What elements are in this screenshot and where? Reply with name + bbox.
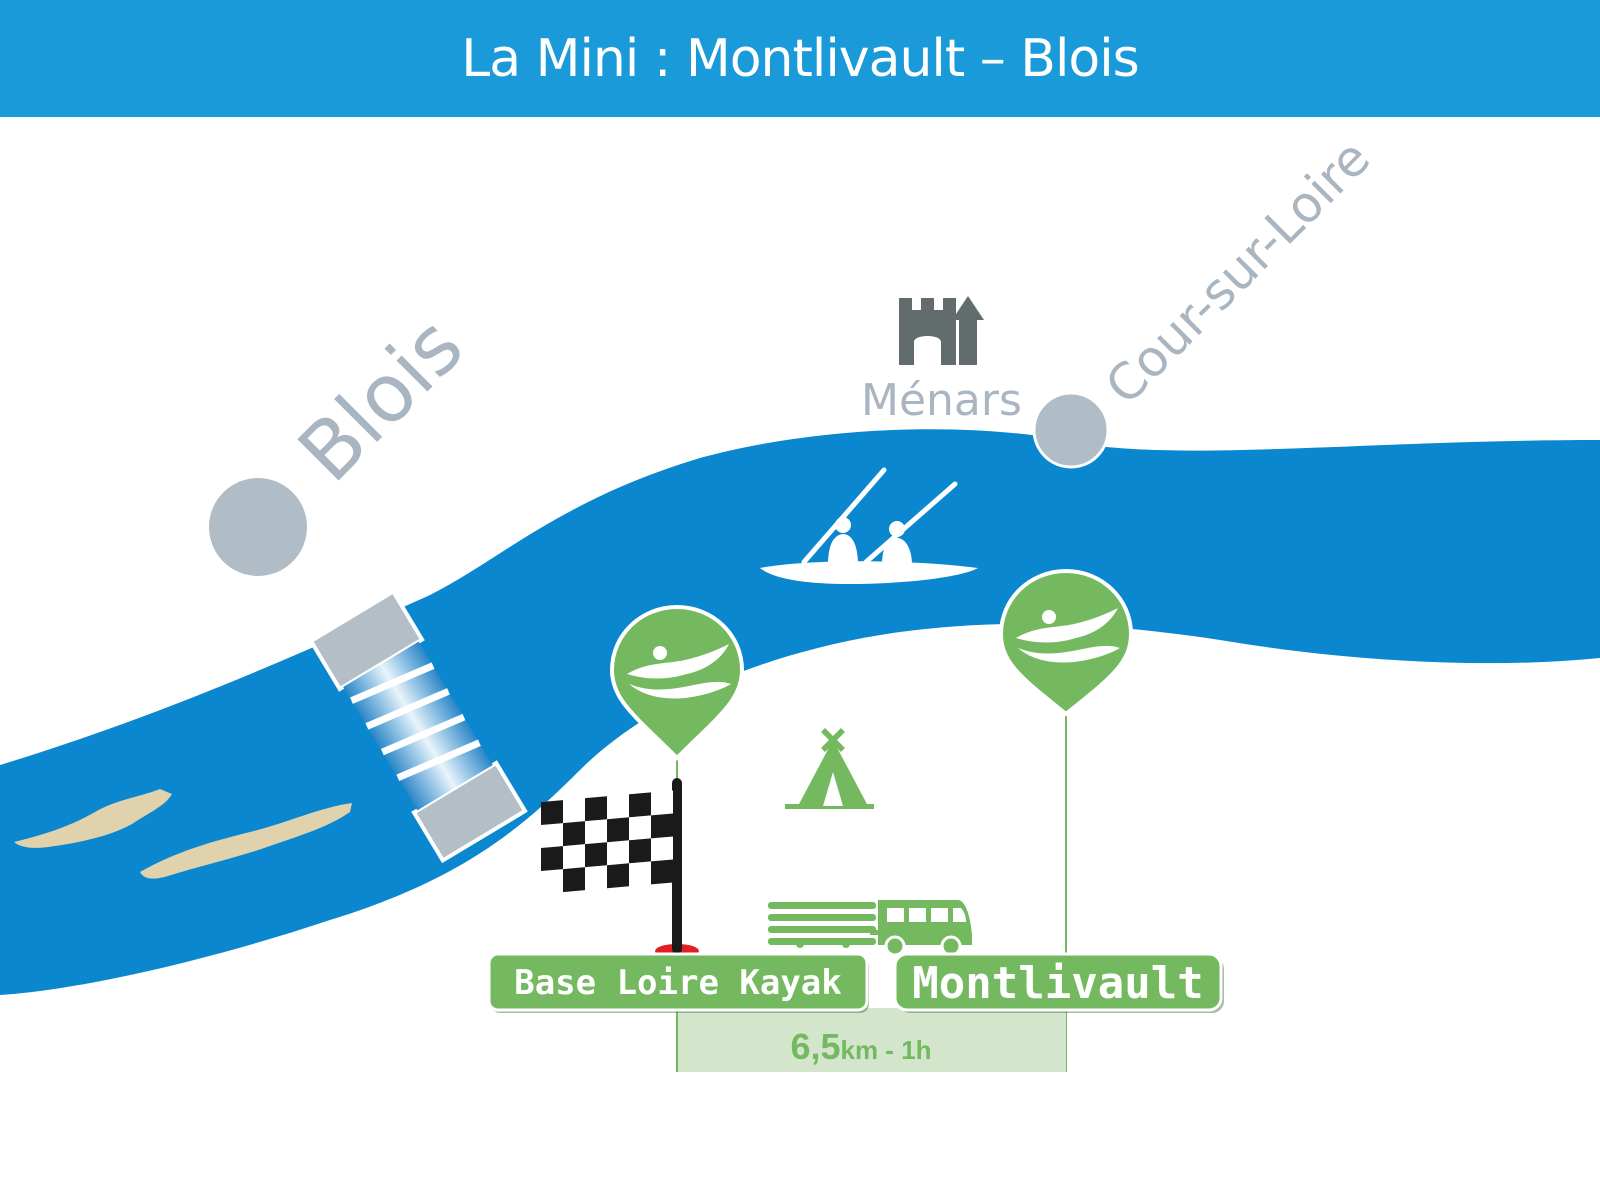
distance-duration: 1h xyxy=(901,1035,931,1065)
town-marker-blois xyxy=(209,478,307,576)
distance-km-value: 6,5 xyxy=(790,1026,840,1067)
town-marker-cour-sur-loire xyxy=(1032,391,1110,469)
distance-bar xyxy=(677,1008,1066,1072)
distance-km-unit: km xyxy=(841,1035,879,1065)
tent-icon xyxy=(785,728,874,809)
town-label-menars: Ménars xyxy=(861,375,1022,426)
town-label-blois: Blois xyxy=(281,299,481,499)
stop-label-start: Montlivault xyxy=(893,952,1224,1013)
distance-separator: - xyxy=(878,1035,901,1065)
shuttle-icon xyxy=(768,900,972,957)
stop-label-finish: Base Loire Kayak xyxy=(487,952,869,1013)
kayak-pin-icon xyxy=(609,604,745,761)
sandbank xyxy=(14,789,172,848)
kayak-icon xyxy=(760,467,978,584)
stop-name-finish: Base Loire Kayak xyxy=(514,963,842,1003)
castle-icon xyxy=(899,296,984,365)
distance-label: 6,5km - 1h xyxy=(790,1026,931,1067)
checkered-flag-icon xyxy=(541,778,699,958)
loire-river xyxy=(0,429,1600,995)
town-label-cour-sur-loire: Cour-sur-Loire xyxy=(1094,129,1381,416)
kayak-pin-icon xyxy=(998,568,1134,717)
stop-name-start: Montlivault xyxy=(912,958,1203,1009)
title-bar: La Mini : Montlivault – Blois xyxy=(0,0,1600,117)
sandbank xyxy=(140,803,352,879)
page-title: La Mini : Montlivault – Blois xyxy=(461,28,1140,89)
bridge-icon xyxy=(308,588,528,864)
